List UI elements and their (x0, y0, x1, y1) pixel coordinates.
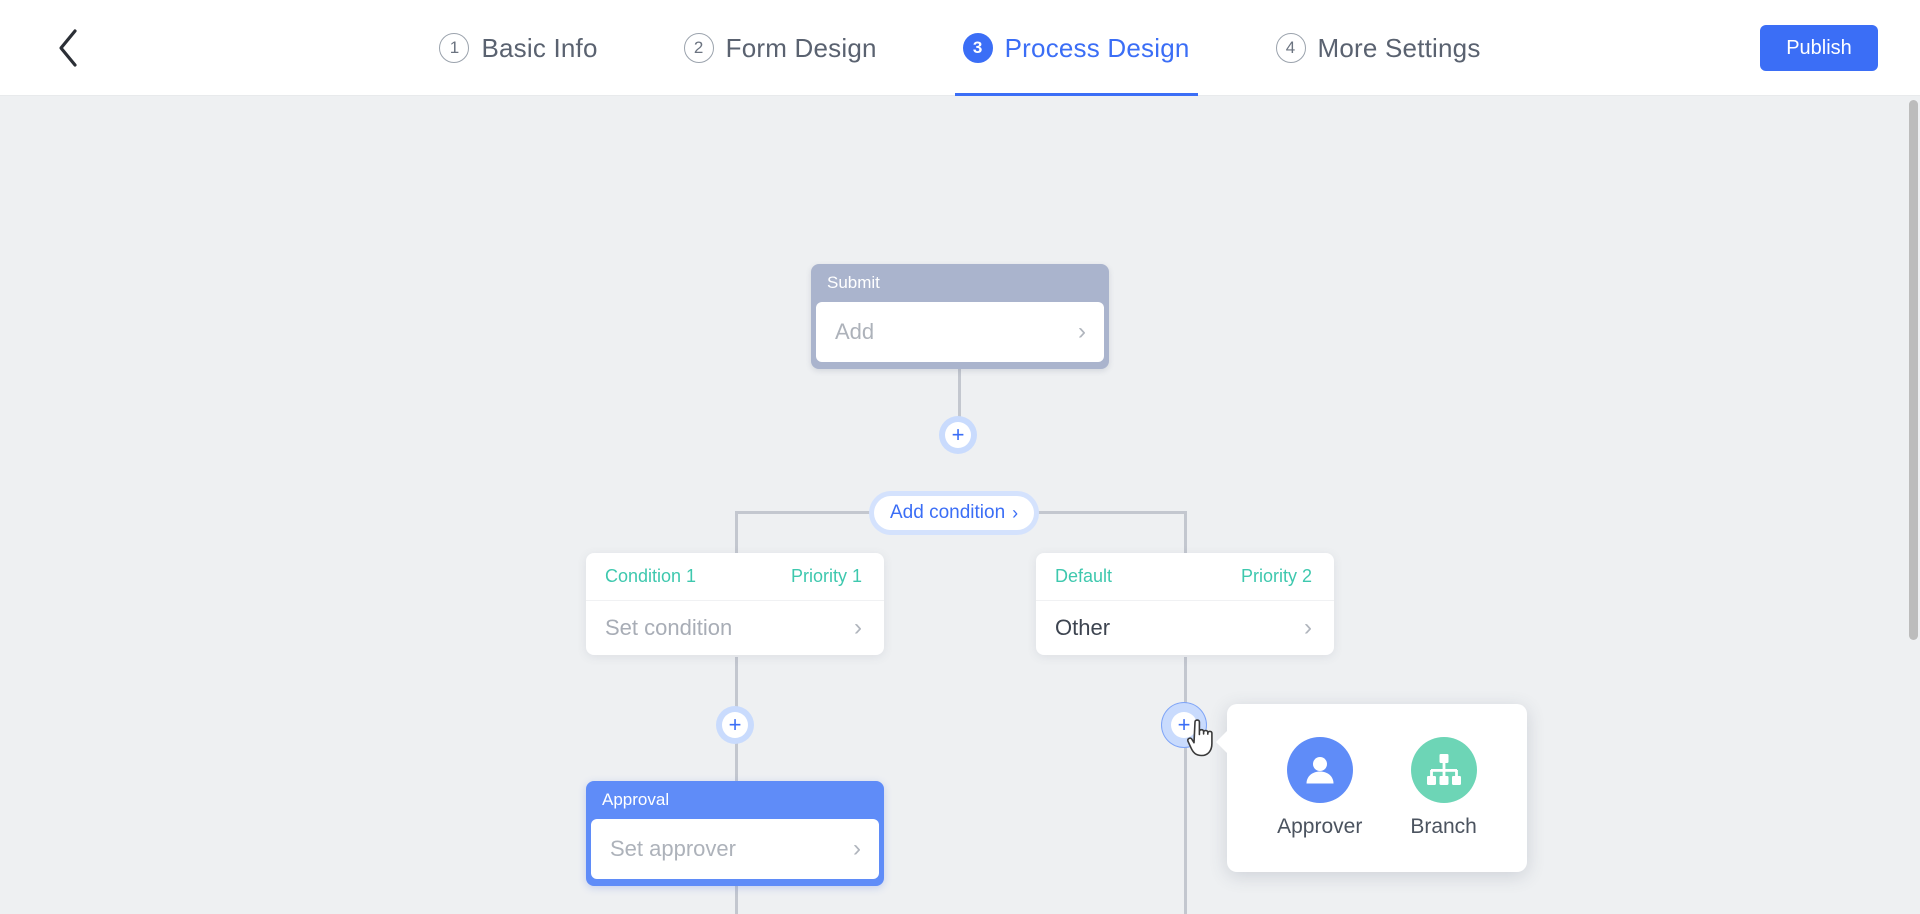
step-label: More Settings (1317, 32, 1481, 63)
plus-icon: + (945, 422, 971, 448)
connector-right-branch-top (1184, 511, 1187, 555)
top-header-bar: 1 Basic Info 2 Form Design 3 Process Des… (0, 0, 1920, 96)
add-node-button-trunk[interactable]: + (939, 416, 977, 454)
node-condition-1[interactable]: Condition 1 Priority 1 Set condition › (586, 553, 884, 655)
node-submit-body[interactable]: Add › (816, 302, 1104, 362)
plus-icon: + (722, 712, 748, 738)
connector-left-branch-top (735, 511, 738, 555)
add-node-popup-menu[interactable]: Approver Branch (1216, 704, 1527, 872)
popup-item-approver-label: Approver (1277, 815, 1363, 838)
chevron-left-icon (55, 28, 81, 68)
scrollbar-thumb[interactable] (1909, 100, 1918, 640)
condition-default-name: Default (1055, 566, 1113, 586)
node-condition-default[interactable]: Default Priority 2 Other › (1036, 553, 1334, 655)
add-node-button-default[interactable]: + (1165, 706, 1203, 744)
flow-diagram: + Submit Add › Add condition › (0, 96, 1920, 914)
branch-icon (1410, 737, 1477, 803)
popup-item-approver[interactable]: Approver (1277, 737, 1362, 839)
condition-default-value: Other (1055, 615, 1111, 640)
back-button[interactable] (44, 24, 92, 72)
popup-item-branch[interactable]: Branch (1410, 737, 1477, 839)
connector-left-branch-bottom (735, 886, 738, 914)
add-node-button-condition-1[interactable]: + (716, 706, 754, 744)
plus-icon: + (1171, 712, 1197, 738)
add-condition-button[interactable]: Add condition › (874, 496, 1035, 530)
chevron-right-icon: › (1304, 614, 1312, 641)
condition-default-body[interactable]: Other › (1036, 601, 1334, 655)
node-approval-value: Set approver (610, 836, 736, 861)
chevron-right-icon: › (853, 835, 861, 862)
step-label: Basic Info (481, 32, 598, 63)
step-label: Process Design (1004, 32, 1190, 63)
condition-1-priority: Priority 1 (790, 566, 862, 586)
publish-button[interactable]: Publish (1760, 25, 1878, 71)
step-number: 1 (439, 33, 470, 63)
condition-1-body[interactable]: Set condition › (586, 601, 884, 655)
condition-default-header: Default Priority 2 (1036, 553, 1334, 601)
user-icon (1286, 737, 1353, 803)
step-form-design[interactable]: 2 Form Design (680, 0, 881, 96)
node-approval[interactable]: Approval Set approver › (586, 781, 884, 886)
step-number: 2 (683, 33, 714, 63)
condition-1-name: Condition 1 (605, 566, 697, 586)
process-canvas[interactable]: + Submit Add › Add condition › (0, 96, 1920, 914)
condition-1-header: Condition 1 Priority 1 (586, 553, 884, 601)
node-submit-title: Submit (827, 273, 880, 292)
step-number: 3 (962, 33, 993, 63)
node-submit-value: Add (835, 319, 875, 344)
step-process-design[interactable]: 3 Process Design (954, 0, 1198, 96)
chevron-right-icon: › (1078, 318, 1086, 345)
vertical-scrollbar[interactable] (1906, 96, 1920, 914)
node-approval-title: Approval (602, 790, 670, 809)
step-label: Form Design (725, 32, 877, 63)
condition-1-value: Set condition (605, 615, 733, 640)
connector-right-branch-bottom (1184, 657, 1187, 914)
chevron-right-icon: › (1012, 502, 1019, 523)
condition-default-priority: Priority 2 (1240, 566, 1312, 586)
popup-item-branch-label: Branch (1410, 815, 1477, 838)
step-basic-info[interactable]: 1 Basic Info (435, 0, 601, 96)
step-more-settings[interactable]: 4 More Settings (1272, 0, 1485, 96)
node-approval-body[interactable]: Set approver › (591, 819, 879, 879)
step-number: 4 (1275, 33, 1306, 63)
add-condition-label: Add condition (890, 502, 1006, 523)
node-submit[interactable]: Submit Add › (811, 264, 1109, 369)
chevron-right-icon: › (854, 614, 862, 641)
step-nav: 1 Basic Info 2 Form Design 3 Process Des… (0, 0, 1920, 96)
